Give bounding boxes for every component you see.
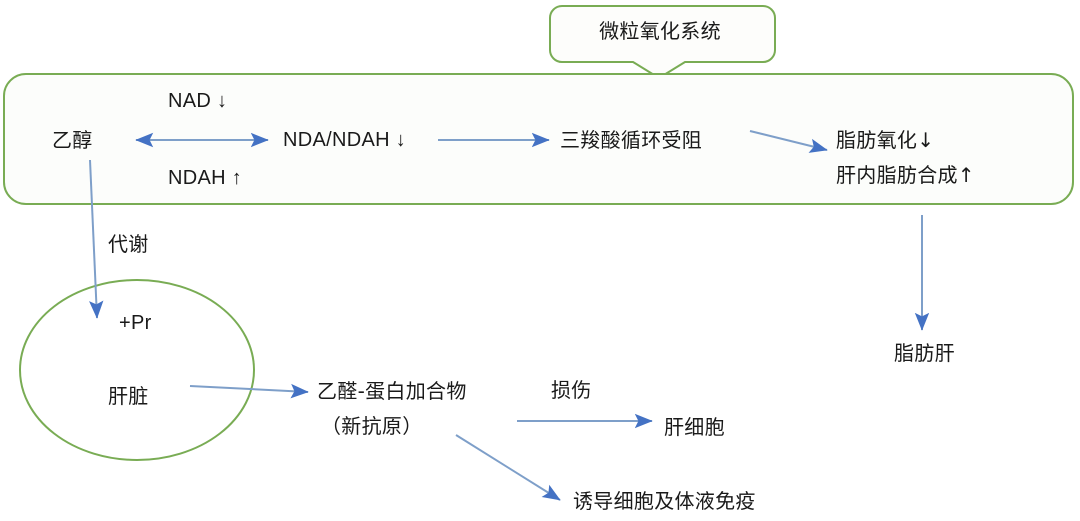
node-fatty-liver: 脂肪肝 (894, 341, 955, 365)
node-nad-ndah-ratio: NDA/NDAH ↓ (283, 129, 407, 151)
liver-ellipse (19, 279, 255, 461)
node-ethanol: 乙醇 (52, 128, 93, 152)
node-acetaldehyde-protein-adduct: 乙醛-蛋白加合物 (317, 379, 467, 403)
label-plus-pr: +Pr (119, 312, 152, 334)
connector-ethanol-liver (89, 159, 104, 319)
node-tca-cycle-blocked: 三羧酸循环受阻 (560, 128, 703, 152)
callout-title: 微粒氧化系统 (599, 19, 721, 43)
label-metabolism: 代谢 (108, 232, 149, 256)
connector-tca-fat (749, 130, 828, 153)
node-liver: 肝脏 (108, 384, 149, 408)
label-damage: 损伤 (551, 378, 592, 402)
connector-liver-adduct (189, 383, 309, 399)
node-cellular-humoral-immunity: 诱导细胞及体液免疫 (573, 489, 756, 513)
node-nad-down: NAD ↓ (168, 90, 228, 112)
node-hepatocyte: 肝细胞 (664, 415, 725, 439)
node-fat-oxidation: 脂肪氧化↓ (836, 128, 935, 152)
node-neoantigen: （新抗原） (321, 414, 423, 438)
node-hepatic-fat-synthesis: 肝内脂肪合成↑ (836, 163, 975, 187)
node-ndah-up: NDAH ↑ (168, 167, 243, 189)
connector-adduct-immunity (455, 434, 561, 501)
